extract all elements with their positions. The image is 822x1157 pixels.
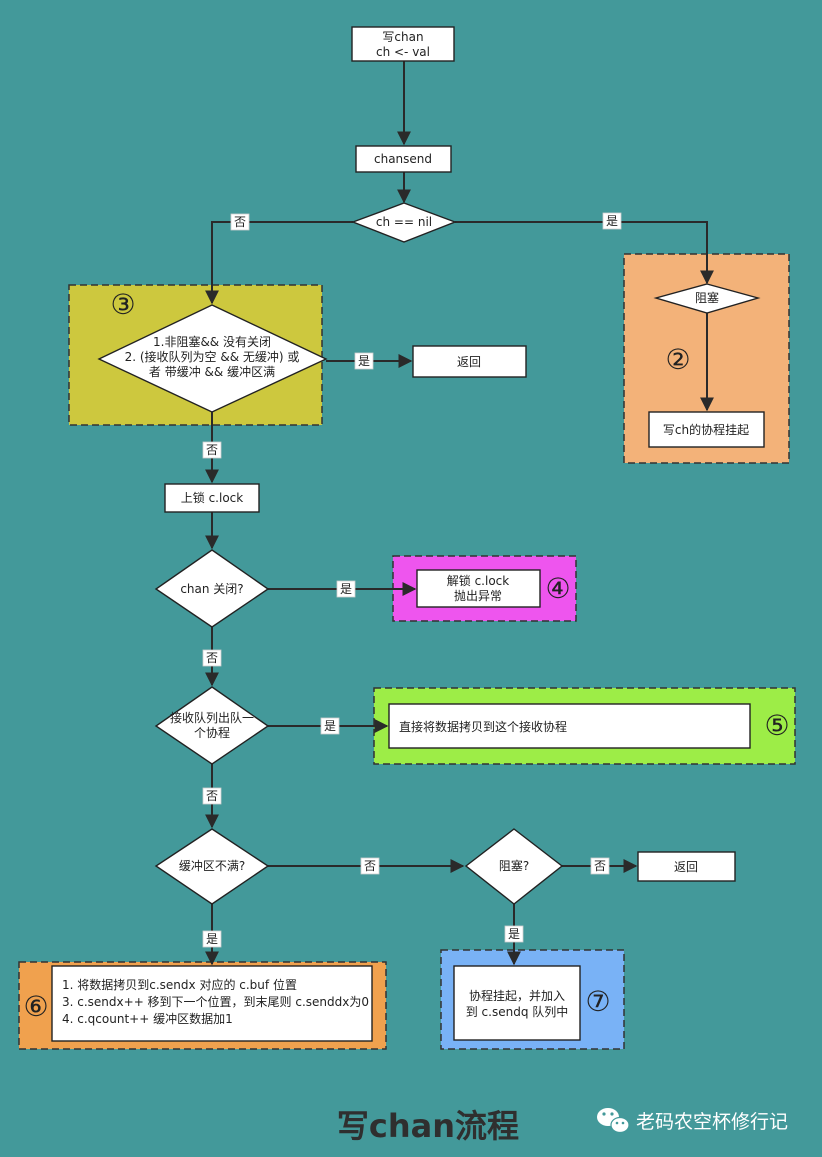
svg-text:否: 否 <box>234 215 246 229</box>
svg-text:否: 否 <box>364 859 376 873</box>
wechat-icon <box>597 1108 630 1134</box>
label-buf-yes: 是 <box>202 930 222 948</box>
node-block: 阻塞 <box>653 283 761 314</box>
svg-text:2. (接收队列为空 && 无缓冲) 或: 2. (接收队列为空 && 无缓冲) 或 <box>125 349 300 364</box>
label-cond1-no: 否 <box>202 441 222 459</box>
svg-text:上锁 c.lock: 上锁 c.lock <box>181 490 244 505</box>
node-return-1: 返回 <box>412 345 527 378</box>
edge-nil-no <box>205 221 353 305</box>
svg-text:协程挂起，并加入: 协程挂起，并加入 <box>469 988 565 1003</box>
svg-text:写ch的协程挂起: 写ch的协程挂起 <box>663 422 749 437</box>
node-buf-not-full: 缓冲区不满? <box>154 828 270 905</box>
svg-text:返回: 返回 <box>457 355 481 369</box>
svg-text:是: 是 <box>606 214 618 228</box>
node-cond1: 1.非阻塞&& 没有关闭 2. (接收队列为空 && 无缓冲) 或 者 带缓冲 … <box>97 304 328 413</box>
label-closed-yes: 是 <box>336 580 356 598</box>
label-nil-no: 否 <box>230 213 250 231</box>
node-lock: 上锁 c.lock <box>164 483 260 513</box>
svg-text:否: 否 <box>206 789 218 803</box>
label-nil-yes: 是 <box>602 212 622 230</box>
svg-text:个协程: 个协程 <box>194 725 230 740</box>
svg-text:阻塞?: 阻塞? <box>499 858 529 873</box>
svg-text:直接将数据拷贝到这个接收协程: 直接将数据拷贝到这个接收协程 <box>399 719 567 734</box>
svg-text:3. c.sendx++ 移到下一个位置，到末尾则 c.se: 3. c.sendx++ 移到下一个位置，到末尾则 c.senddx为0 <box>62 994 369 1009</box>
node-suspend: 写ch的协程挂起 <box>648 411 765 448</box>
edge-nil-yes <box>455 221 714 285</box>
region-number-7: ⑦ <box>585 985 610 1018</box>
node-unlock: 解锁 c.lock 抛出异常 <box>416 569 541 608</box>
svg-text:是: 是 <box>508 927 520 941</box>
label-cond1-yes: 是 <box>354 352 374 370</box>
svg-text:是: 是 <box>324 719 336 733</box>
svg-text:chan 关闭?: chan 关闭? <box>180 582 243 596</box>
node-recvq: 接收队列出队一 个协程 <box>154 686 270 765</box>
svg-text:返回: 返回 <box>674 860 698 874</box>
svg-text:解锁 c.lock: 解锁 c.lock <box>447 573 510 588</box>
region-number-3: ③ <box>110 288 135 321</box>
svg-text:阻塞: 阻塞 <box>695 290 719 305</box>
node-start: 写chan ch <- val <box>351 26 455 62</box>
svg-text:否: 否 <box>206 443 218 457</box>
svg-text:chansend: chansend <box>374 152 432 166</box>
label-block2-yes: 是 <box>504 925 524 943</box>
region-number-4: ④ <box>545 572 570 605</box>
svg-text:4. c.qcount++ 缓冲区数据加1: 4. c.qcount++ 缓冲区数据加1 <box>62 1011 233 1026</box>
svg-text:抛出异常: 抛出异常 <box>454 588 502 603</box>
node-park: 协程挂起，并加入 到 c.sendq 队列中 <box>453 965 581 1041</box>
node-closed: chan 关闭? <box>154 549 270 628</box>
node-buf-ops: 1. 将数据拷贝到c.sendx 对应的 c.buf 位置 3. c.sendx… <box>51 965 373 1042</box>
node-ch-nil: ch == nil <box>351 202 457 243</box>
svg-text:是: 是 <box>358 354 370 368</box>
region-number-6: ⑥ <box>23 990 48 1023</box>
brand-name: 老码农空杯修行记 <box>636 1111 788 1133</box>
svg-text:1.非阻塞&& 没有关闭: 1.非阻塞&& 没有关闭 <box>153 334 271 349</box>
label-recvq-no: 否 <box>202 787 222 805</box>
node-return-2: 返回 <box>637 851 736 882</box>
svg-text:接收队列出队一: 接收队列出队一 <box>170 710 254 725</box>
svg-text:是: 是 <box>206 932 218 946</box>
svg-text:缓冲区不满?: 缓冲区不满? <box>179 858 245 873</box>
svg-text:1. 将数据拷贝到c.sendx 对应的 c.buf 位置: 1. 将数据拷贝到c.sendx 对应的 c.buf 位置 <box>62 977 297 992</box>
node-chansend: chansend <box>355 145 452 173</box>
label-recvq-yes: 是 <box>320 717 340 735</box>
svg-text:否: 否 <box>594 859 606 873</box>
label-block2-no: 否 <box>590 857 610 875</box>
region-number-5: ⑤ <box>764 709 789 742</box>
svg-text:到 c.sendq 队列中: 到 c.sendq 队列中 <box>466 1004 569 1019</box>
svg-text:否: 否 <box>206 651 218 665</box>
svg-text:写chan: 写chan <box>382 30 423 44</box>
node-copy-direct: 直接将数据拷贝到这个接收协程 <box>388 703 751 749</box>
svg-text:者 带缓冲 && 缓冲区满: 者 带缓冲 && 缓冲区满 <box>149 364 275 379</box>
diagram-title: 写chan流程 <box>337 1107 519 1145</box>
region-number-2: ② <box>665 343 690 376</box>
svg-text:是: 是 <box>340 582 352 596</box>
label-buf-no: 否 <box>360 857 380 875</box>
label-closed-no: 否 <box>202 649 222 667</box>
node-block-2: 阻塞? <box>464 828 564 905</box>
svg-text:ch <- val: ch <- val <box>376 45 430 59</box>
svg-text:ch == nil: ch == nil <box>376 215 432 229</box>
